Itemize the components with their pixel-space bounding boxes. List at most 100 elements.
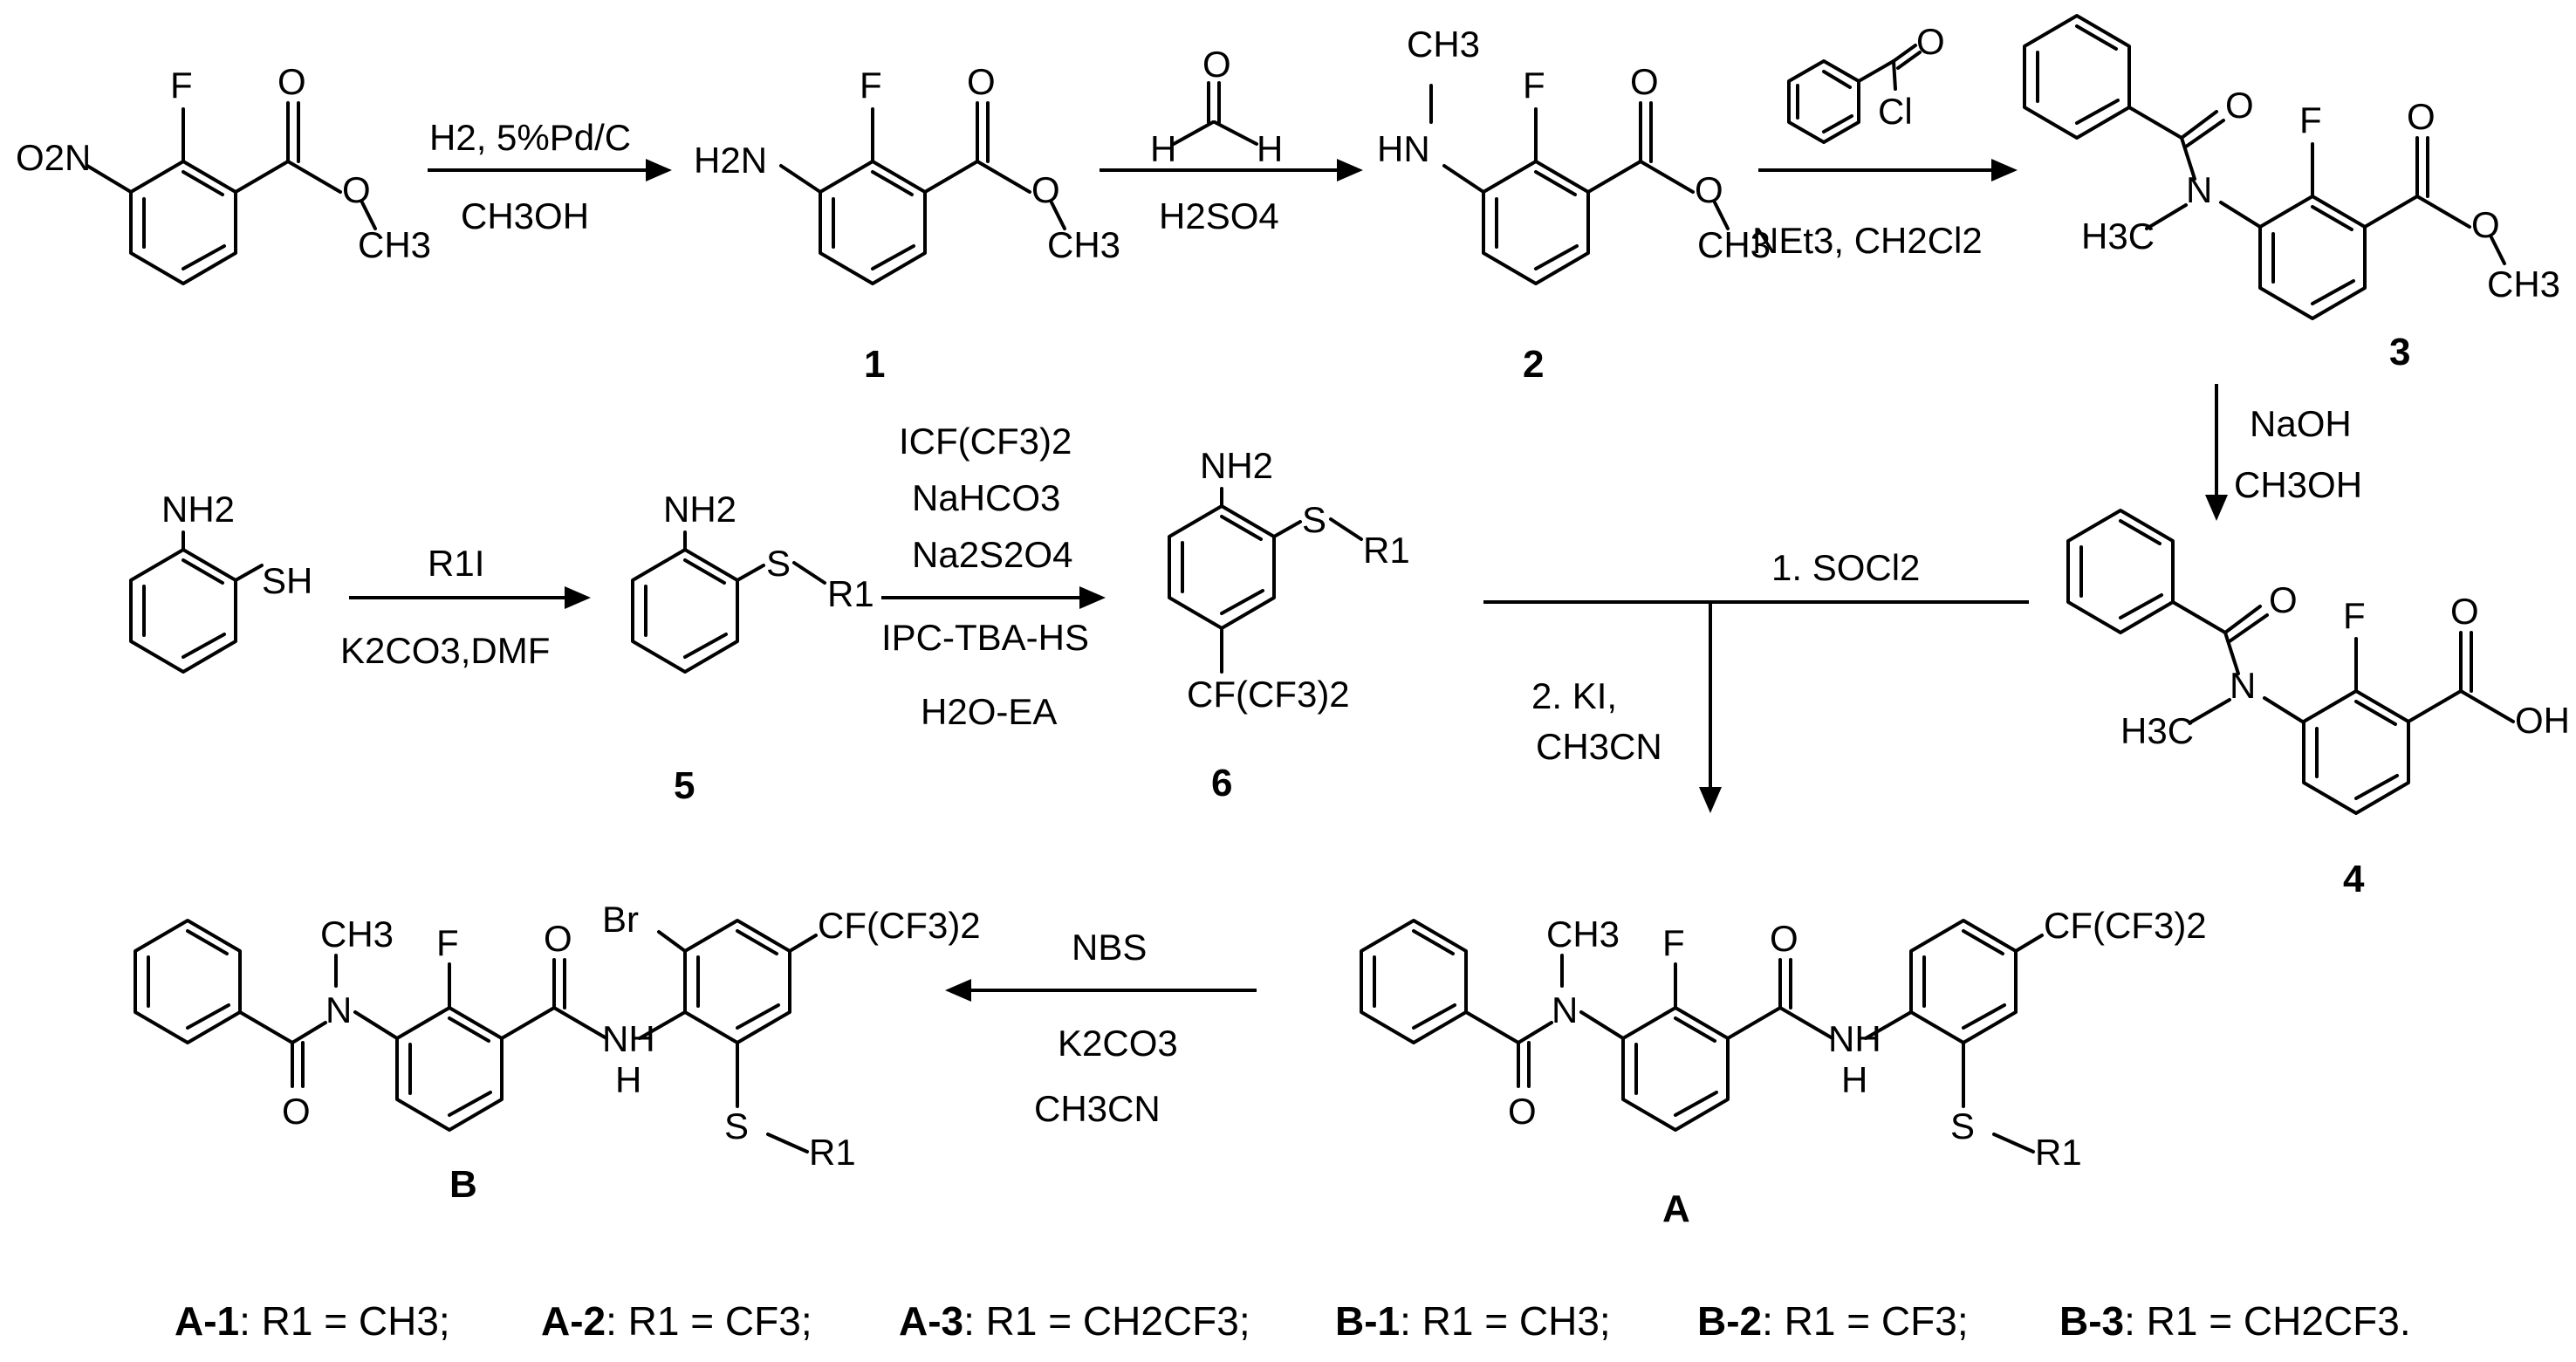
methyl-label: CH3 [1047, 224, 1120, 265]
thiol-label: SH [262, 560, 312, 601]
reagent-text: NaHCO3 [912, 477, 1060, 518]
atom-oxygen: O [2471, 204, 2500, 245]
atom-hydrogen: H [1841, 1059, 1867, 1100]
svg-text:B-3: R1 = CH2CF3.: B-3: R1 = CH2CF3. [2059, 1298, 2411, 1344]
atom-oxygen: O [342, 169, 371, 210]
reagent-text: CH3CN [1536, 726, 1662, 767]
atom-oxygen: O [1770, 918, 1798, 959]
legend-id: B-1 [1335, 1298, 1400, 1344]
compound-5-structure [631, 530, 826, 674]
atom-oxygen: O [1508, 1091, 1537, 1132]
heptafluoroisopropyl-label: CF(CF3)2 [818, 905, 981, 946]
reaction-arrow [1758, 159, 2018, 181]
reagent-text: 1. SOCl2 [1771, 547, 1920, 588]
atom-sulfur: S [1302, 499, 1326, 540]
amine-label: NH2 [161, 489, 235, 530]
compound-number: B [449, 1163, 477, 1206]
atom-nitrogen: N [1552, 989, 1578, 1030]
substituent-r1: R1 [809, 1132, 856, 1173]
legend-def: : R1 = CH3; [1400, 1298, 1611, 1344]
amide-nh-label: NH [1828, 1018, 1881, 1059]
methyl-label: H3C [2120, 710, 2194, 751]
methyl-label: H3C [2081, 216, 2155, 257]
reaction-arrow [1100, 159, 1363, 181]
compound-2-structure [1429, 84, 1730, 285]
atom-hydrogen: H [1257, 128, 1283, 169]
reagent-text: Na2S2O4 [912, 534, 1072, 575]
reagent-text: H2, 5%Pd/C [429, 117, 631, 158]
svg-text:A-3: R1 = CH2CF3;: A-3: R1 = CH2CF3; [899, 1298, 1250, 1344]
reagent-text: K2CO3 [1058, 1023, 1178, 1064]
atom-sulfur: S [766, 543, 791, 584]
legend-id: B-2 [1697, 1298, 1762, 1344]
methyl-label: CH3 [1407, 24, 1480, 65]
atom-fluorine: F [2299, 99, 2322, 140]
atom-oxygen: O [544, 918, 572, 959]
compound-3-structure [2023, 14, 2506, 320]
compound-a-structure [1360, 919, 2044, 1153]
legend-def: : R1 = CH2CF3. [2124, 1298, 2411, 1344]
reagent-text: H2O-EA [921, 691, 1057, 732]
legend-id: A-2 [541, 1298, 606, 1344]
atom-oxygen: O [2269, 579, 2298, 620]
reagent-text: NaOH [2250, 403, 2352, 444]
atom-hydrogen: H [1150, 128, 1176, 169]
svg-text:B-1: R1 = CH3;: B-1: R1 = CH3; [1335, 1298, 1611, 1344]
svg-text:A-1: R1 = CH3;: A-1: R1 = CH3; [175, 1298, 450, 1344]
compound-number: 6 [1211, 762, 1232, 804]
atom-fluorine: F [1523, 65, 1545, 106]
methyl-label: CH3 [1546, 914, 1620, 955]
amine-label: H2N [694, 140, 767, 181]
atom-fluorine: F [860, 65, 882, 106]
atom-oxygen: O [1916, 21, 1945, 62]
substituent-legend: A-1: R1 = CH3; A-2: R1 = CF3; A-3: R1 = … [175, 1298, 2411, 1344]
atom-fluorine: F [1662, 922, 1685, 963]
compound-1-structure [779, 101, 1066, 285]
reagent-text: H2SO4 [1159, 195, 1279, 236]
heptafluoroisopropyl-label: CF(CF3)2 [1187, 674, 1350, 715]
compound-number: 1 [864, 343, 885, 386]
reagent-text: K2CO3,DMF [340, 630, 550, 671]
atom-chlorine: Cl [1878, 91, 1913, 132]
atom-nitrogen: N [2186, 169, 2212, 210]
atom-oxygen: O [1202, 44, 1231, 85]
atom-oxygen: O [967, 61, 996, 102]
svg-text:A-2: R1 = CF3;: A-2: R1 = CF3; [541, 1298, 812, 1344]
atom-bromine: Br [602, 899, 639, 940]
aminothiophenol-structure [129, 530, 264, 674]
legend-id: B-3 [2059, 1298, 2124, 1344]
atom-sulfur: S [724, 1105, 749, 1146]
svg-text:B-2: R1 = CF3;: B-2: R1 = CF3; [1697, 1298, 1969, 1344]
amine-label: HN [1377, 128, 1430, 169]
substituent-r1: R1 [827, 573, 874, 614]
atom-nitrogen: N [325, 989, 352, 1030]
legend-id: A-3 [899, 1298, 963, 1344]
atom-nitrogen: N [2230, 665, 2256, 706]
legend-id: A-1 [175, 1298, 239, 1344]
atom-oxygen: O [2407, 96, 2436, 137]
reagent-text: CH3OH [461, 195, 589, 236]
benzoyl-chloride-structure [1787, 44, 1922, 144]
amide-nh-label: NH [602, 1018, 655, 1059]
reaction-arrow [428, 159, 672, 181]
legend-def: : R1 = CH2CF3; [963, 1298, 1250, 1344]
reaction-arrow [945, 979, 1257, 1002]
hydroxyl-label: OH [2515, 700, 2570, 741]
compound-number: 3 [2389, 331, 2410, 373]
compound-number: 2 [1523, 343, 1544, 386]
atom-oxygen: O [1031, 169, 1060, 210]
methyl-label: CH3 [1697, 224, 1771, 265]
legend-def: : R1 = CF3; [1762, 1298, 1968, 1344]
compound-6-structure [1168, 487, 1363, 674]
reaction-arrow [2205, 384, 2228, 521]
reagent-text: 2. KI, [1531, 675, 1617, 716]
legend-def: : R1 = CH3; [239, 1298, 450, 1344]
reagent-text: R1I [428, 543, 484, 584]
atom-oxygen: O [2225, 85, 2254, 126]
reaction-arrow [881, 586, 1106, 609]
reaction-arrow [349, 586, 591, 609]
atom-oxygen: O [1630, 61, 1659, 102]
methyl-label: CH3 [320, 914, 394, 955]
compound-number: 5 [674, 764, 695, 807]
